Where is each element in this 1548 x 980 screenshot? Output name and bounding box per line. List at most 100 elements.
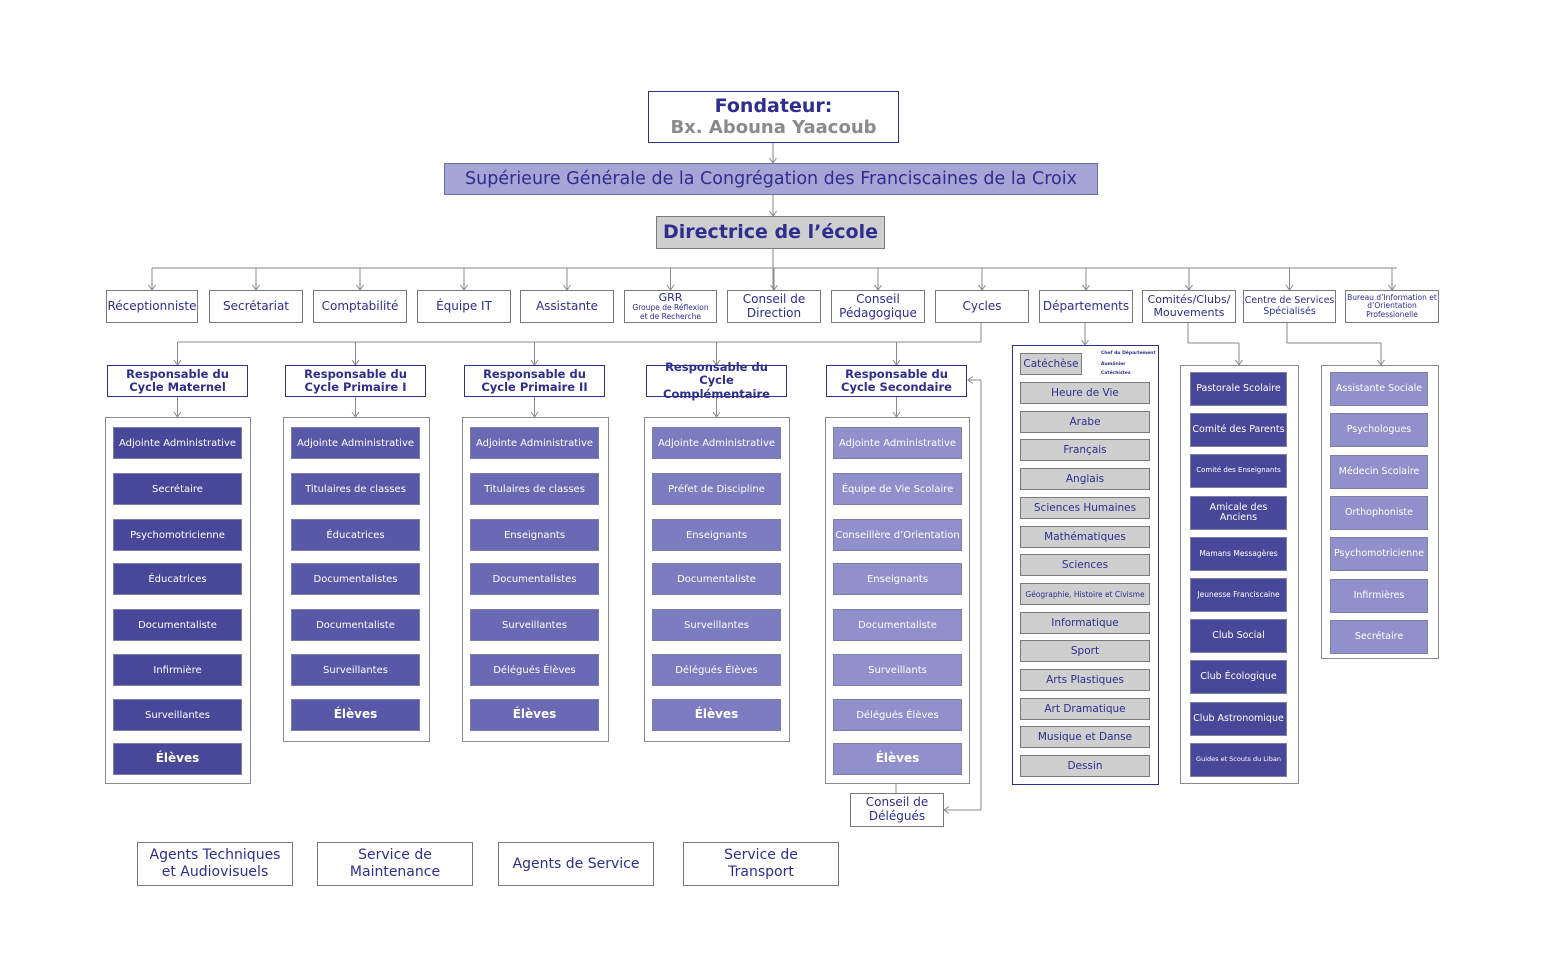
- arrowhead: [967, 376, 974, 384]
- cycle-2-item-6: Élèves: [470, 699, 599, 731]
- office-label-4: Assistante: [535, 298, 599, 313]
- cycle-4-item-6: Délégués Élèves: [833, 699, 962, 731]
- cycle-2-item-2: Enseignants: [470, 519, 599, 551]
- office-box-2: Comptabilité: [313, 290, 407, 323]
- office-label-10: Comités/Clubs/ Mouvements: [1147, 292, 1231, 319]
- cycle-3-item-5: Délégués Élèves: [652, 654, 781, 686]
- cycle-1-item-2: Éducatrices: [291, 519, 420, 551]
- cycle-4-item-0: Adjointe Administrative: [833, 427, 962, 459]
- department-item-0: Heure de Vie: [1020, 382, 1150, 404]
- cycle-header-2: Responsable du Cycle Primaire II: [464, 365, 605, 397]
- special-service-item-1: Psychologues: [1330, 413, 1428, 447]
- special-service-item-0: Assistante Sociale: [1330, 372, 1428, 406]
- catechese-note-aumonier: Aumônier: [1101, 362, 1126, 367]
- department-item-2: Français: [1020, 439, 1150, 461]
- special-service-item-3: Orthophoniste: [1330, 496, 1428, 530]
- founder-box: Fondateur: Bx. Abouna Yaacoub: [648, 91, 899, 143]
- office-box-9: Départements: [1039, 290, 1133, 323]
- cycle-header-3: Responsable du Cycle Complémentaire: [646, 361, 787, 400]
- committee-item-8: Club Astronomique: [1190, 702, 1287, 736]
- office-box-0: Réceptionniste: [106, 290, 198, 323]
- committee-item-5: Jeunesse Franciscaine: [1190, 578, 1287, 612]
- office-box-8: Cycles: [935, 290, 1029, 323]
- catechese-note-chef: Chef du Département: [1101, 351, 1156, 356]
- office-label-9: Départements: [1042, 298, 1130, 313]
- cycle-3-item-4: Surveillantes: [652, 609, 781, 641]
- committee-item-0: Pastorale Scolaire: [1190, 372, 1287, 406]
- department-item-9: Sport: [1020, 640, 1150, 662]
- department-item-6: Sciences: [1020, 554, 1150, 576]
- cycle-0-item-6: Surveillantes: [113, 699, 242, 731]
- committee-item-4: Mamans Messagères: [1190, 537, 1287, 571]
- cycle-0-item-4: Documentaliste: [113, 609, 242, 641]
- cycle-0-item-5: Infirmière: [113, 654, 242, 686]
- cycle-1-item-6: Élèves: [291, 699, 420, 731]
- department-item-3: Anglais: [1020, 468, 1150, 490]
- office-label-3: Équipe IT: [436, 298, 492, 313]
- cycle-1-item-4: Documentaliste: [291, 609, 420, 641]
- service-box-0: Agents Techniques et Audiovisuels: [137, 842, 293, 886]
- cycle-0-item-0: Adjointe Administrative: [113, 427, 242, 459]
- committee-item-7: Club Écologique: [1190, 660, 1287, 694]
- founder-name: Bx. Abouna Yaacoub: [670, 116, 877, 138]
- department-item-11: Art Dramatique: [1020, 698, 1150, 720]
- cycle-0-item-3: Éducatrices: [113, 563, 242, 595]
- department-item-8: Informatique: [1020, 612, 1150, 634]
- department-item-7: Géographie, Histoire et Civisme: [1020, 583, 1150, 605]
- office-label-5: GRR: [658, 290, 683, 304]
- cycle-3-item-0: Adjointe Administrative: [652, 427, 781, 459]
- cycle-header-0: Responsable du Cycle Maternel: [107, 365, 248, 397]
- service-box-1: Service de Maintenance: [317, 842, 473, 886]
- office-box-6: Conseil de Direction: [727, 290, 821, 323]
- cycle-2-item-1: Titulaires de classes: [470, 473, 599, 505]
- special-service-item-5: Infirmières: [1330, 579, 1428, 613]
- cycle-2-item-3: Documentalistes: [470, 563, 599, 595]
- cycle-3-item-6: Élèves: [652, 699, 781, 731]
- office-box-3: Équipe IT: [417, 290, 511, 323]
- cycle-4-item-5: Surveillants: [833, 654, 962, 686]
- special-service-item-4: Psychomotricienne: [1330, 537, 1428, 571]
- cycle-4-item-4: Documentaliste: [833, 609, 962, 641]
- cycle-1-item-3: Documentalistes: [291, 563, 420, 595]
- department-item-4: Sciences Humaines: [1020, 497, 1150, 519]
- office-box-4: Assistante: [520, 290, 614, 323]
- cycle-1-item-1: Titulaires de classes: [291, 473, 420, 505]
- department-item-10: Arts Plastiques: [1020, 669, 1150, 691]
- cycle-0-item-1: Secrétaire: [113, 473, 242, 505]
- department-item-12: Musique et Danse: [1020, 726, 1150, 748]
- superior-general-box: Supérieure Générale de la Congrégation d…: [444, 163, 1098, 195]
- office-box-11: Centre de Services Spécialisés: [1243, 290, 1336, 323]
- cycle-2-item-0: Adjointe Administrative: [470, 427, 599, 459]
- cycle-4-item-7: Élèves: [833, 743, 962, 775]
- cycle-0-item-2: Psychomotricienne: [113, 519, 242, 551]
- office-label-2: Comptabilité: [321, 298, 399, 313]
- office-label-7: Conseil Pédagogique: [839, 291, 917, 320]
- cycle-1-item-5: Surveillantes: [291, 654, 420, 686]
- office-box-10: Comités/Clubs/ Mouvements: [1142, 290, 1236, 323]
- department-catechese: Catéchèse: [1020, 353, 1082, 375]
- office-box-12: Bureau d’Information et d’Orientation Pr…: [1345, 290, 1439, 323]
- cycle-header-1: Responsable du Cycle Primaire I: [285, 365, 426, 397]
- department-item-13: Dessin: [1020, 755, 1150, 777]
- director-box: Directrice de l’école: [656, 216, 885, 249]
- service-box-2: Agents de Service: [498, 842, 654, 886]
- founder-label: Fondateur:: [714, 94, 833, 117]
- department-item-5: Mathématiques: [1020, 526, 1150, 548]
- arrowhead: [943, 806, 950, 814]
- committee-item-9: Guides et Scouts du Liban: [1190, 743, 1287, 777]
- committee-item-2: Comité des Enseignants: [1190, 454, 1287, 488]
- office-label-0: Réceptionniste: [107, 298, 197, 313]
- office-label-1: Secrétariat: [222, 298, 290, 313]
- office-box-1: Secrétariat: [209, 290, 303, 323]
- cycle-header-4: Responsable du Cycle Secondaire: [826, 365, 967, 397]
- cycle-4-item-1: Équipe de Vie Scolaire: [833, 473, 962, 505]
- department-item-1: Arabe: [1020, 411, 1150, 433]
- cycle-0-item-7: Élèves: [113, 743, 242, 775]
- cycle-3-item-1: Préfet de Discipline: [652, 473, 781, 505]
- committee-item-1: Comité des Parents: [1190, 413, 1287, 447]
- committee-item-6: Club Social: [1190, 619, 1287, 653]
- committee-item-3: Amicale des Anciens: [1190, 496, 1287, 530]
- office-label-12: Bureau d’Information et d’Orientation Pr…: [1347, 292, 1437, 319]
- cycle-4-item-3: Enseignants: [833, 563, 962, 595]
